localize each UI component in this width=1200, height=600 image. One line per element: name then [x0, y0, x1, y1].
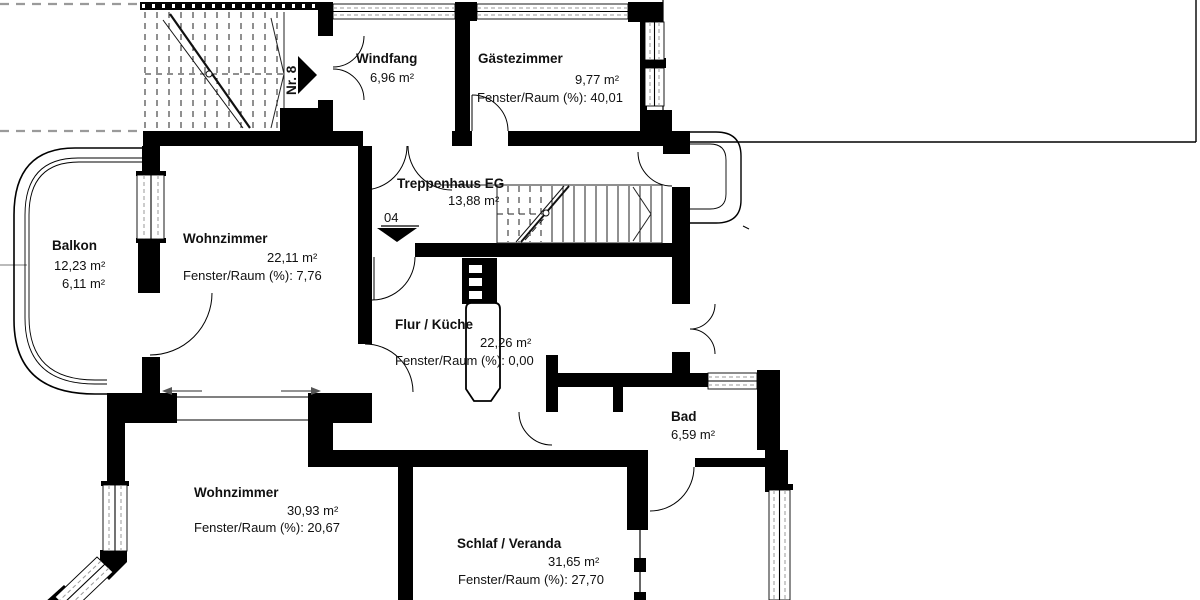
room-gaestezimmer-ratio: Fenster/Raum (%): 40,01 [477, 90, 623, 105]
exterior-staircase [140, 2, 318, 129]
schlaf-veranda-door [649, 466, 695, 512]
room-balkon-area: 12,23 m² [54, 258, 106, 273]
room-label-wohnzimmer-oben: Wohnzimmer 22,11 m² Fenster/Raum (%): 7,… [183, 231, 322, 283]
interior-staircase [440, 184, 663, 244]
walls [47, 2, 788, 600]
room-schlaf-veranda-area: 31,65 m² [548, 554, 600, 569]
room-balkon-area-secondary: 6,11 m² [62, 276, 106, 291]
room-windfang-name: Windfang [356, 51, 417, 66]
room-wohnzimmer-unten-ratio: Fenster/Raum (%): 20,67 [194, 520, 340, 535]
balcony-left-outline [13, 147, 143, 395]
wohnzimmer-balkon-door [149, 292, 213, 356]
windfang-treppenhaus-double-door [362, 145, 453, 191]
room-wohnzimmer-oben-ratio: Fenster/Raum (%): 7,76 [183, 268, 322, 283]
slide-arrows [162, 387, 321, 395]
flur-exterior-double-door [689, 303, 716, 355]
chimney [462, 258, 497, 304]
room-schlaf-veranda-ratio: Fenster/Raum (%): 27,70 [458, 572, 604, 587]
room-schlaf-veranda-name: Schlaf / Veranda [457, 536, 562, 551]
room-wohnzimmer-unten-area: 30,93 m² [287, 503, 339, 518]
window-gaestezimmer-right-1 [644, 21, 665, 61]
room-bad-area: 6,59 m² [671, 427, 716, 442]
room-wohnzimmer-unten-name: Wohnzimmer [194, 485, 279, 500]
bad-door [518, 411, 553, 446]
balcony-right-outline [690, 131, 750, 230]
entrance-arrow-icon [298, 56, 317, 94]
room-bad-name: Bad [671, 409, 697, 424]
room-label-balkon: Balkon 12,23 m² 6,11 m² [52, 238, 106, 291]
room-label-bad: Bad 6,59 m² [671, 409, 716, 442]
room-flur-kueche-ratio: Fenster/Raum (%): 0,00 [395, 353, 534, 368]
treppenhaus-balkon-door [637, 151, 673, 187]
room-treppenhaus-name: Treppenhaus EG [397, 176, 504, 191]
arrow-right-icon [311, 387, 321, 395]
window-bad-top [707, 372, 758, 390]
room-label-flur-kueche: Flur / Küche 22,26 m² Fenster/Raum (%): … [395, 317, 534, 368]
room-wohnzimmer-oben-name: Wohnzimmer [183, 231, 268, 246]
room-label-windfang: Windfang 6,96 m² [356, 51, 417, 85]
room-flur-kueche-name: Flur / Küche [395, 317, 473, 332]
shaft-element [465, 302, 501, 402]
unit-arrow-icon [377, 228, 417, 242]
room-label-wohnzimmer-unten: Wohnzimmer 30,93 m² Fenster/Raum (%): 20… [194, 485, 340, 535]
entrance-marker: Nr. 8 [284, 56, 317, 95]
window-right-lower [766, 484, 793, 600]
room-wohnzimmer-oben-area: 22,11 m² [267, 250, 318, 265]
room-gaestezimmer-name: Gästezimmer [478, 51, 564, 66]
room-label-schlaf-veranda: Schlaf / Veranda 31,65 m² Fenster/Raum (… [457, 536, 604, 587]
unit-label: 04 [384, 210, 398, 225]
unit-04-entrance-door [371, 256, 416, 301]
window-lower-left [101, 481, 129, 552]
room-gaestezimmer-area: 9,77 m² [575, 72, 620, 87]
room-label-treppenhaus: Treppenhaus EG 13,88 m² [397, 176, 504, 208]
wohnzimmer-flur-door [364, 343, 414, 393]
unit-marker: 04 [377, 210, 419, 242]
window-gaestezimmer-top [476, 3, 629, 20]
windows [54, 3, 793, 600]
window-gaestezimmer-right-2 [644, 67, 665, 107]
sliding-opening [177, 396, 308, 421]
gaestezimmer-door [471, 94, 509, 132]
window-wohnzimmer-left [136, 171, 166, 243]
room-label-gaestezimmer: Gästezimmer 9,77 m² Fenster/Raum (%): 40… [477, 51, 623, 105]
room-treppenhaus-area: 13,88 m² [448, 193, 500, 208]
room-flur-kueche-area: 22,26 m² [480, 335, 532, 350]
arrow-left-icon [162, 387, 172, 395]
doors [149, 35, 716, 512]
room-balkon-name: Balkon [52, 238, 97, 253]
entrance-label: Nr. 8 [284, 65, 299, 95]
entrance-double-door [332, 35, 365, 101]
room-labels: Windfang 6,96 m² Gästezimmer 9,77 m² Fen… [52, 51, 716, 587]
room-windfang-area: 6,96 m² [370, 70, 415, 85]
window-windfang-top [332, 3, 456, 20]
window-diagonal-left [54, 556, 114, 600]
